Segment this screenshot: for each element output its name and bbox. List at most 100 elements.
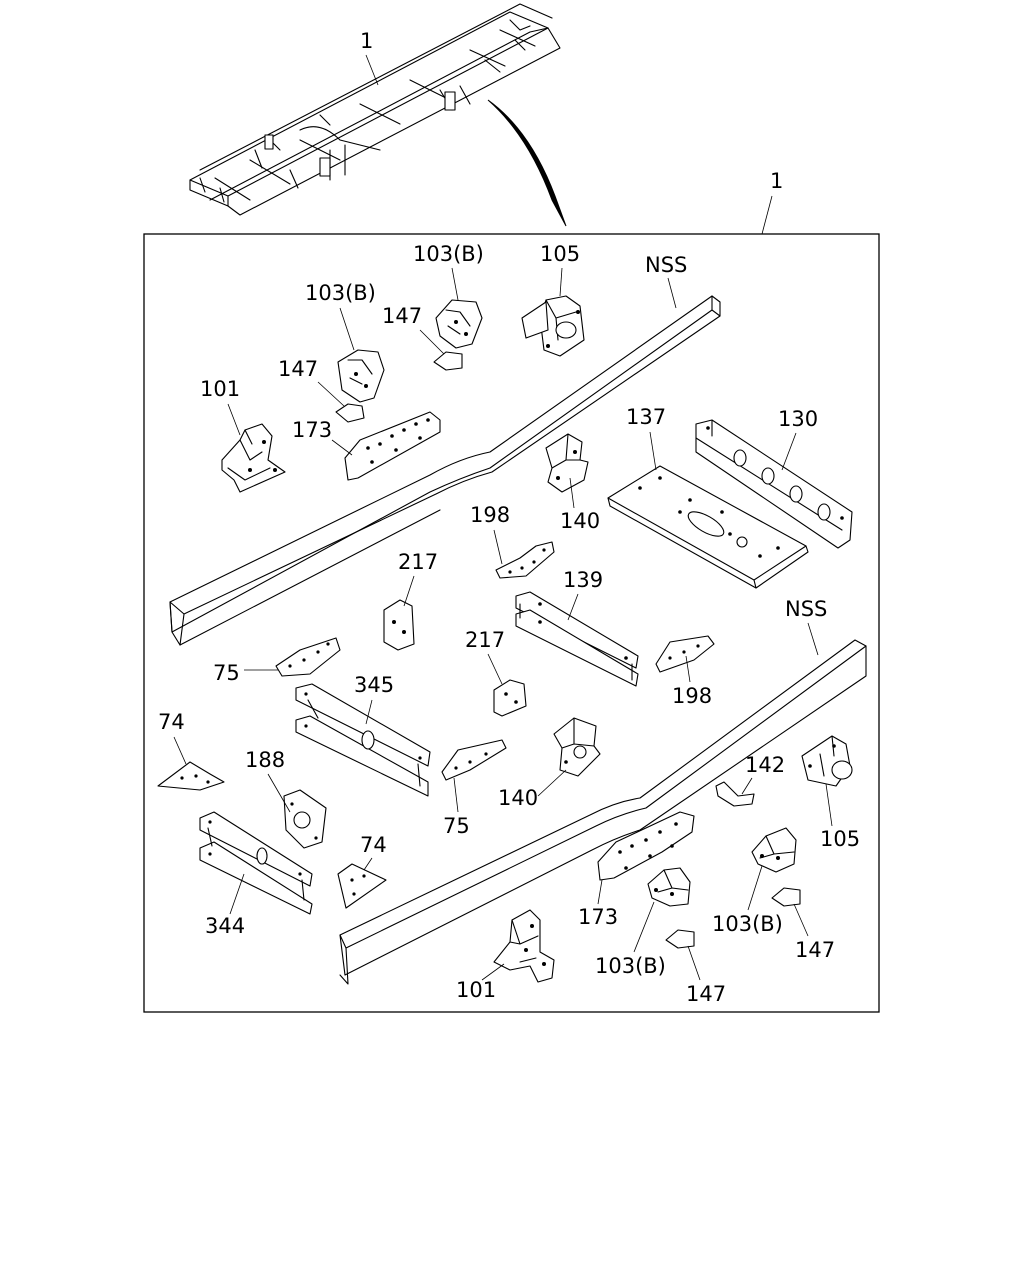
callout-198-bottom: 198: [672, 684, 712, 708]
leader-103b-bottom-right: [747, 865, 763, 911]
part-75-top: [275, 637, 341, 677]
callout-75-bottom: 75: [443, 814, 470, 838]
part-147-bottom: [665, 929, 695, 949]
callout-74-left: 74: [158, 710, 185, 734]
leader-217-mid: [487, 653, 503, 685]
callout-75-top: 75: [213, 661, 240, 685]
detail-arrow: [487, 99, 567, 227]
part-103b-top: [435, 299, 483, 349]
callout-nss-bottom: NSS: [785, 597, 827, 621]
leader-103b-top: [451, 267, 459, 301]
callout-130: 130: [778, 407, 818, 431]
part-103b-bottom: [647, 867, 691, 907]
part-74-left: [157, 761, 225, 791]
part-105-bottom: [801, 735, 853, 787]
part-140-top: [545, 433, 589, 493]
part-74-bottom: [337, 863, 387, 909]
part-344: [199, 811, 313, 915]
leader-188: [267, 773, 291, 813]
callout-147-bottom-right: 147: [795, 938, 835, 962]
part-217-top: [383, 599, 415, 651]
leader-173-bottom: [597, 879, 603, 905]
part-142: [715, 781, 755, 807]
callout-147-top: 147: [382, 304, 422, 328]
part-147-top: [433, 351, 463, 371]
part-217-mid: [493, 679, 527, 717]
callout-345: 345: [354, 673, 394, 697]
leader-345: [365, 699, 373, 725]
callout-142: 142: [745, 753, 785, 777]
part-198-bottom: [655, 635, 715, 673]
callout-188: 188: [245, 748, 285, 772]
leader-147-bottom-right: [793, 903, 809, 937]
part-173-top: [344, 411, 441, 481]
part-188: [283, 789, 327, 849]
leader-frame-box: [761, 195, 773, 235]
leader-nss-top: [667, 277, 677, 309]
callout-105-bottom: 105: [820, 827, 860, 851]
callout-105-top: 105: [540, 242, 580, 266]
part-147-left: [335, 403, 365, 423]
leader-140-top: [569, 477, 575, 509]
leader-nss-bottom: [807, 622, 819, 656]
callout-173-top: 173: [292, 418, 332, 442]
part-103b-bottom-right: [751, 827, 797, 873]
callout-217-mid: 217: [465, 628, 505, 652]
leader-101-top: [227, 403, 241, 436]
part-345: [295, 683, 431, 797]
leader-103b-left: [339, 307, 355, 351]
leader-173-top: [331, 439, 353, 456]
callout-frame-top: 1: [360, 29, 373, 53]
leader-105-bottom: [825, 783, 833, 827]
part-140-bottom: [553, 717, 601, 777]
part-105-top: [521, 295, 585, 357]
side-rail-upper: [169, 295, 721, 646]
callout-101-top: 101: [200, 377, 240, 401]
part-147-bottom-right: [771, 887, 801, 907]
part-130: [695, 419, 853, 549]
leader-137: [649, 431, 657, 471]
leader-147-top: [419, 329, 445, 355]
callout-103b-left: 103(B): [305, 281, 376, 305]
callout-198-top: 198: [470, 503, 510, 527]
part-139: [515, 591, 639, 687]
leader-139: [567, 593, 579, 621]
callout-147-left: 147: [278, 357, 318, 381]
leader-74-left: [173, 736, 187, 765]
side-rail-lower: [339, 639, 867, 985]
leader-217-top: [403, 575, 415, 607]
leader-198-top: [493, 529, 503, 565]
callout-74-bottom: 74: [360, 833, 387, 857]
callout-173-bottom: 173: [578, 905, 618, 929]
leader-130: [781, 432, 797, 471]
callout-frame-box: 1: [770, 169, 783, 193]
leader-140-bottom: [537, 769, 567, 797]
part-198-top: [495, 541, 555, 579]
leader-147-left: [317, 381, 345, 407]
leader-344: [229, 873, 245, 915]
callout-103b-bottom: 103(B): [595, 954, 666, 978]
leader-frame-top: [365, 54, 379, 86]
detail-box: [143, 233, 880, 1013]
assembled-frame-illustration: [189, 3, 561, 216]
callout-140-top: 140: [560, 509, 600, 533]
part-101-top: [221, 423, 286, 493]
leader-147-bottom: [687, 945, 701, 981]
leader-103b-bottom: [633, 901, 655, 953]
callout-103b-bottom-right: 103(B): [712, 912, 783, 936]
leader-198-bottom: [685, 655, 691, 683]
leader-105-top: [559, 267, 563, 297]
leader-142: [741, 777, 753, 795]
part-137: [607, 465, 809, 589]
callout-nss-top: NSS: [645, 253, 687, 277]
callout-147-bottom: 147: [686, 982, 726, 1006]
callout-217-top: 217: [398, 550, 438, 574]
leader-101-bottom: [481, 963, 505, 981]
leader-75-bottom: [453, 777, 459, 813]
leader-74-bottom: [363, 857, 373, 871]
callout-344: 344: [205, 914, 245, 938]
part-75-bottom: [441, 739, 507, 781]
callout-137: 137: [626, 405, 666, 429]
callout-103b-top: 103(B): [413, 242, 484, 266]
